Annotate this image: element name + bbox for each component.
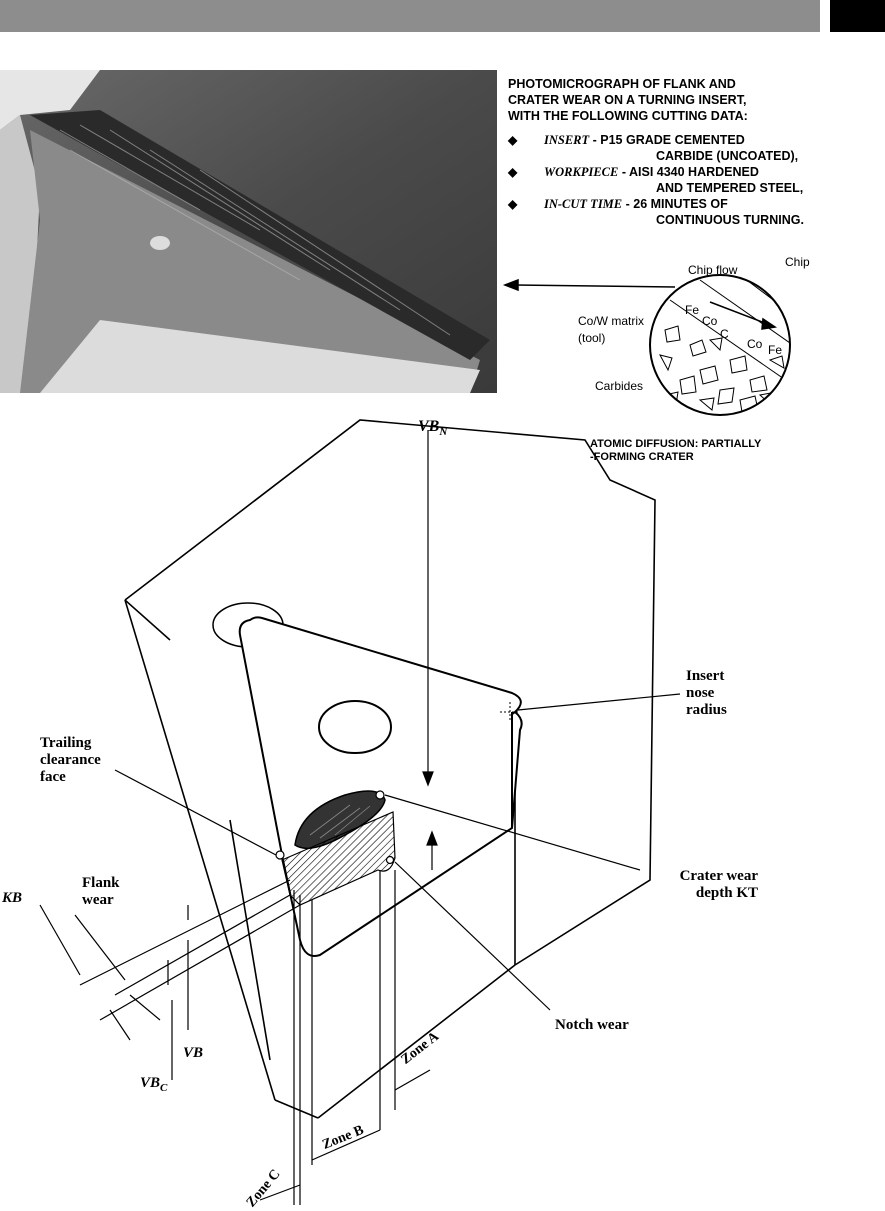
insert-hole-icon — [318, 700, 392, 754]
vbn-sub: N — [439, 426, 448, 439]
trailing-line3: face — [40, 769, 66, 785]
trailing-clearance-label: Trailing clearance face — [40, 735, 101, 786]
bullet-text-line2: AND TEMPERED STEEL, — [656, 181, 804, 195]
zone-c-label: Zone C — [243, 1166, 284, 1211]
page-header-bar — [0, 0, 820, 32]
fe2-label: Fe — [768, 343, 783, 357]
insert-nose-line2: nose — [686, 685, 715, 701]
crater-wear-label: Crater wear depth KT — [648, 868, 758, 902]
caption-title: PHOTOMICROGRAPH OF FLANK AND CRATER WEAR… — [508, 77, 748, 123]
flank-wear-region — [281, 811, 396, 906]
bullet-key: INSERT — [544, 133, 590, 147]
diamond-bullet-icon: ◆ — [508, 133, 518, 147]
vbc-text: VB — [140, 1075, 161, 1091]
insert-nose-label: Insert nose radius — [686, 668, 727, 719]
clamp-hole-icon — [212, 602, 284, 648]
triangular-insert — [238, 616, 523, 957]
flank-line1: Flank — [82, 875, 120, 891]
tool-holder-block — [124, 419, 656, 1119]
diffusion-label: ATOMIC DIFFUSION: PARTIALLY -FORMING CRA… — [590, 438, 761, 464]
vbn-label: VBN — [418, 418, 447, 441]
matrix-label-line2: (tool) — [578, 331, 606, 345]
co2-label: Co — [747, 337, 763, 351]
crater-line2: depth KT — [695, 885, 758, 901]
photo-caption: PHOTOMICROGRAPH OF FLANK AND CRATER WEAR… — [508, 76, 878, 228]
bullet-text: - AISI 4340 HARDENED — [618, 165, 759, 179]
insert-nose-line1: Insert — [686, 668, 725, 684]
trailing-line2: clearance — [40, 752, 101, 768]
vbc-sub: C — [160, 1082, 168, 1094]
vbc-label: VBC — [140, 1075, 167, 1097]
bullet-text: - 26 MINUTES OF — [622, 197, 728, 211]
vb-label: VB — [183, 1045, 204, 1061]
vbn-text: VB — [418, 418, 440, 435]
c-label: C — [720, 327, 729, 341]
crater-wear-region — [294, 790, 386, 850]
photomicrograph-image — [0, 70, 497, 393]
fe-label: Fe — [685, 303, 700, 317]
page-header-tab — [830, 0, 885, 32]
carbides-label: Carbides — [595, 379, 644, 393]
kb-label: KB — [2, 890, 23, 906]
insert-nose-line3: radius — [686, 702, 727, 718]
bullet-workpiece: ◆ WORKPIECE - AISI 4340 HARDENED AND TEM… — [508, 164, 878, 196]
holder-top-face — [125, 420, 650, 860]
diamond-bullet-icon: ◆ — [508, 165, 518, 179]
leader-lines — [39, 430, 681, 1205]
bullet-in-cut-time: ◆ IN-CUT TIME - 26 MINUTES OF CONTINUOUS… — [508, 196, 878, 228]
chip-flow-label: Chip flow — [688, 263, 738, 277]
zone-a-label: Zone A — [398, 1029, 442, 1068]
bullet-text-line2: CONTINUOUS TURNING. — [656, 213, 804, 227]
bullet-text: - P15 GRADE CEMENTED — [589, 133, 745, 147]
bullet-key: WORKPIECE — [544, 165, 619, 179]
diffusion-label-line1: ATOMIC DIFFUSION: PARTIALLY — [590, 438, 762, 450]
chip-label: Chip — [785, 255, 810, 269]
crater-line1: Crater wear — [679, 868, 758, 884]
notch-wear-label: Notch wear — [555, 1017, 629, 1033]
bullet-text-line2: CARBIDE (UNCOATED), — [656, 149, 799, 163]
flank-wear-label: Flank wear — [82, 875, 120, 909]
bullet-key: IN-CUT TIME — [544, 197, 623, 211]
diffusion-label-line2: -FORMING CRATER — [590, 451, 694, 463]
matrix-label-line1: Co/W matrix — [578, 314, 644, 328]
bullet-insert: ◆ INSERT - P15 GRADE CEMENTED CARBIDE (U… — [508, 132, 878, 164]
photo-pointer-arrow — [502, 278, 684, 303]
zone-b-label: Zone B — [320, 1122, 367, 1153]
trailing-line1: Trailing — [40, 735, 92, 751]
diamond-bullet-icon: ◆ — [508, 197, 518, 211]
co-label: Co — [702, 314, 718, 328]
nose-radius-crosshair-icon — [500, 702, 520, 722]
matrix-label: Co/W matrix (tool) — [578, 313, 644, 347]
flank-line2: wear — [82, 892, 114, 908]
